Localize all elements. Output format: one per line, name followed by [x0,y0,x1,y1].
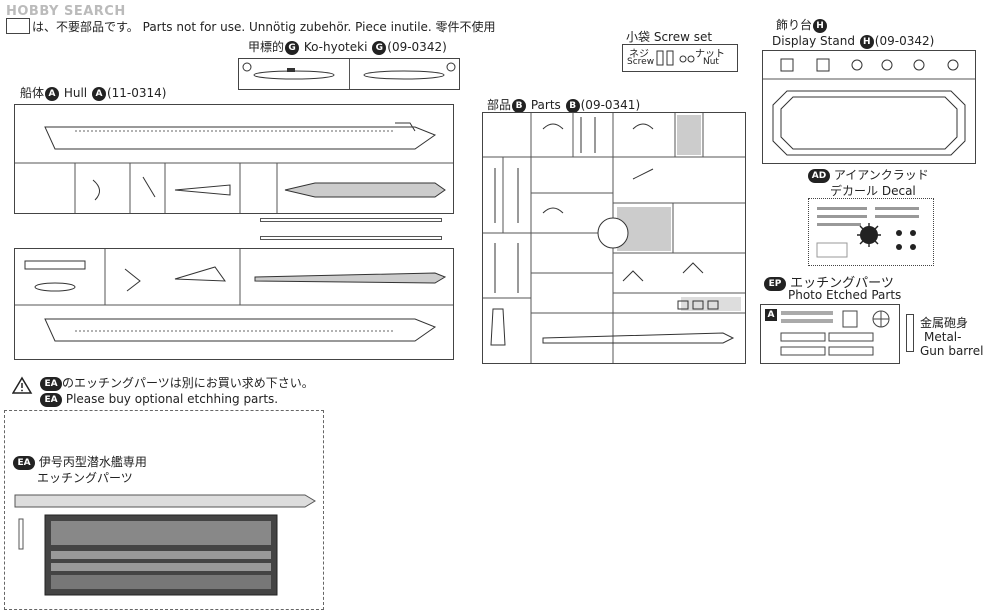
hull-runner-1 [260,218,442,222]
ea-box-title-1: EA 伊号丙型潜水艦専用 [13,453,147,470]
screw-nut-drawing [656,50,695,66]
pe-label-a: A [765,309,777,321]
badge-h: H [813,18,828,33]
photo-etched-drawing [780,310,890,356]
screw-label-jp: ネジ [629,49,649,60]
gun-barrel-label-en2: Gun barrel [920,344,984,358]
photo-etched-title-en: Photo Etched Parts [788,288,902,302]
parts-b-sprue [482,112,746,364]
screw-set-box: ネジ Screw ナット Nut [622,44,738,72]
badge-a: A [45,86,60,101]
badge-b: B [512,98,527,113]
optional-note-en: EA Please buy optional etchhing parts. [40,392,278,407]
screw-set-title: 小袋 Screw set [626,30,713,44]
ea-etched-box: EA 伊号丙型潜水艦専用 エッチングパーツ [4,410,324,610]
gun-barrel-label-en1: Metal- [924,330,962,344]
badge-g: G [285,40,300,55]
header-note: は、不要部品です。 Parts not for use. Unnötig zub… [32,20,496,34]
decal-drawing [816,207,919,258]
parts-b-drawing [483,113,745,363]
badge-ep: EP [764,276,786,291]
nut-label-en: Nut [703,57,719,67]
display-stand-sprue [762,50,976,164]
decal-sheet [808,198,934,266]
gun-barrel-bracket [906,314,914,352]
photo-etched-sheet: A [760,304,900,364]
unused-part-swatch [6,18,30,34]
hull-lower-drawing [15,249,453,342]
gun-barrel-label-jp: 金属砲身 [920,316,969,330]
hull-sprue-upper [14,104,454,214]
decal-title-jp: AD アイアンクラッド [808,166,929,183]
hull-sprue-lower [14,248,454,360]
warning-icon [12,376,33,394]
badge-ad: AD [808,168,830,183]
ea-etched-drawing [14,494,316,596]
nut-label-jp: ナット [695,49,725,60]
ea-box-title-2: エッチングパーツ [37,471,133,485]
kohyoteki-drawing [242,62,456,80]
display-stand-title-en: Display Stand H(09-0342) [772,34,935,49]
photo-etched-title-jp: EP エッチングパーツ [764,272,894,291]
kohyoteki-sprue [238,58,460,90]
hull-upper-drawing [15,122,453,213]
screw-label-en: Screw [627,57,655,67]
hull-runner-2 [260,236,442,240]
badge-ea: EA [40,376,62,391]
watermark-logo: HOBBY SEARCH [6,4,126,19]
display-stand-drawing [763,58,975,156]
decal-title-en: デカール Decal [830,184,916,198]
